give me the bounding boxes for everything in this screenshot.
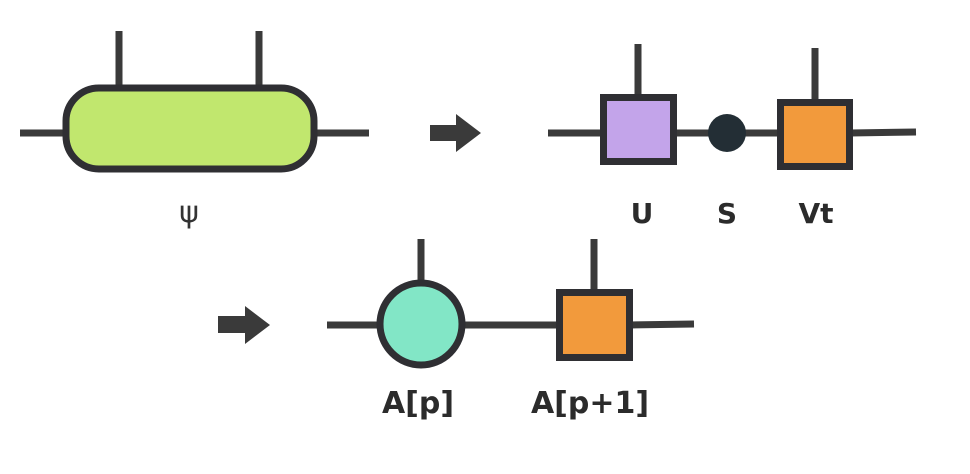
vt-tensor (777, 99, 853, 170)
ap1-tensor (556, 289, 633, 361)
s-label: S (717, 197, 737, 230)
psi-tensor-group: ψ (20, 31, 369, 230)
psi-label: ψ (179, 195, 199, 230)
ap1-right-bond (629, 320, 695, 329)
right-arrow-icon (218, 306, 270, 344)
vt-label: Vt (798, 197, 833, 230)
result-group: A[p] A[p+1] (327, 239, 695, 421)
psi-tensor (62, 84, 318, 173)
u-label: U (631, 197, 654, 230)
vt-right-bond (849, 128, 917, 137)
svd-group: U S Vt (548, 44, 917, 230)
ap-tensor (376, 279, 466, 369)
right-arrow-icon (430, 114, 481, 152)
u-tensor (600, 94, 677, 165)
s-tensor (708, 114, 746, 152)
ap-label: A[p] (382, 386, 454, 421)
ap1-label: A[p+1] (531, 386, 649, 421)
